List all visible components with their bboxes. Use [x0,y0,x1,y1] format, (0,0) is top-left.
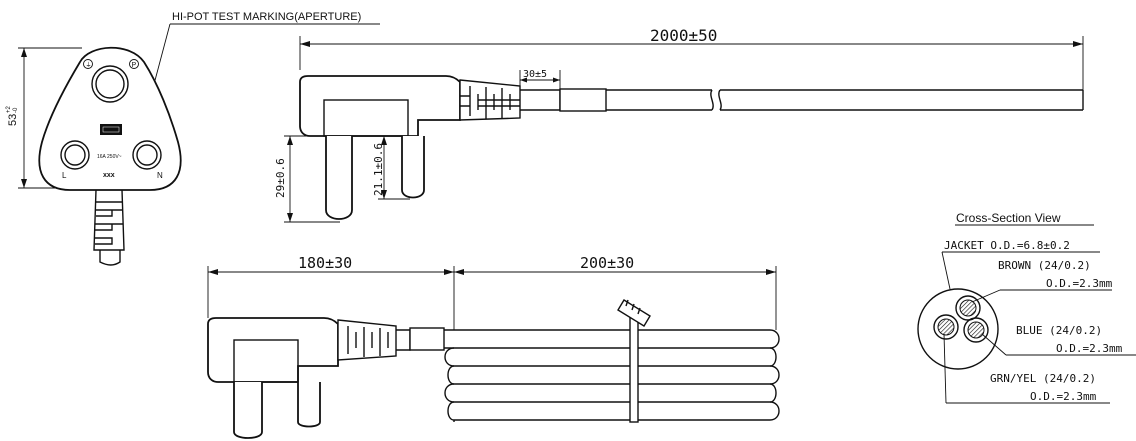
dim29-arrow-bottom [287,213,293,222]
jacket-label: JACKET O.D.=6.8±0.2 [944,239,1070,252]
coil-cable-joint [444,329,454,349]
side-pin-line [401,136,425,199]
svg-text:-0: -0 [13,107,19,113]
side-sleeve [559,88,607,112]
cross-section-title: Cross-Section View [956,211,1061,225]
cable-tie-strap [629,313,639,423]
dim53-arrow-top [21,48,27,57]
blue-label: BLUE (24/0.2) [1016,324,1102,337]
gy-od-label: O.D.=2.3mm [1030,390,1097,403]
jacket-outline [917,288,999,370]
p-symbol-circle [129,59,139,69]
coil-pin-earth [233,382,263,439]
live-pin-inner [64,144,86,166]
blue-conductor-core [967,321,985,339]
coil-sleeve [409,327,445,351]
earth-pin-outer [91,65,129,103]
gy-leader [943,333,947,404]
front-cable-stub [99,250,121,266]
side-relief-ribs [469,86,511,119]
side-cable-stub [520,89,561,111]
dim200-text: 200±30 [580,254,634,272]
n-label: N [157,171,163,180]
coil-relief-ribs [347,326,389,357]
brown-conductor-core [959,299,977,317]
dim2000-text: 2000±50 [650,26,717,45]
blue-conductor-outline [963,317,989,343]
coil-loop-3 [444,383,780,421]
coil-plug-recess [233,339,299,383]
jacket-leader [941,251,951,290]
side-relief-lines [460,95,520,107]
coil-cable-stub [396,329,411,351]
plug-side-view: 2000±50 29±0.6 21.1±0.6 [274,26,1084,223]
dim21-text: 21.1±0.6 [372,143,385,196]
hipot-label: HI-POT TEST MARKING(APERTURE) [172,11,361,23]
side-pin-earth [325,136,353,220]
front-relief-rib-3 [95,223,123,231]
dim29-text: 29±0.6 [274,158,287,198]
earth-symbol-text: ⏚ [86,62,92,69]
rating-text: 16A 250V~ [97,154,122,160]
p-symbol-text: P [132,62,137,69]
blue-od-label: O.D.=2.3mm [1056,342,1123,355]
front-relief-rib-4 [95,237,113,245]
coil-loop-5 [447,401,455,421]
cable-tie-head [617,299,651,327]
dim21-arrow-top [381,136,387,145]
plug-coiled-view: 180±30 200±30 [207,254,780,439]
plug-front-view: HI-POT TEST MARKING(APERTURE) 53 +2 -0 ⏚ [6,11,380,266]
neutral-pin-inner [136,144,158,166]
dim53-text: 53 +2 -0 [6,105,19,126]
gy-label: GRN/YEL (24/0.2) [990,372,1096,385]
dim180-arrow-left [208,269,218,275]
dim180-arrow-right [444,269,454,275]
coil-plug-body [207,317,339,383]
live-pin-outer [60,140,90,170]
dim2000-arrow-left [300,41,310,47]
dim200-arrow-right [766,269,776,275]
brown-conductor-outline [955,295,981,321]
blue-leader [981,333,1007,356]
model-text: xxx [103,172,115,179]
dim53-arrow-bottom [21,179,27,188]
svg-text:+2: +2 [6,105,12,113]
brown-od-label: O.D.=2.3mm [1046,277,1113,290]
coil-loop-2 [444,347,780,385]
side-cable-break-1 [710,89,714,111]
front-strain-relief [93,189,125,251]
brown-leader [971,289,1001,303]
fuse-window-detail [102,126,120,133]
coil-loop-6 [769,347,777,367]
cable-tie-teeth [625,299,641,315]
cross-section-view: Cross-Section View JACKET O.D.=6.8±0.2 B… [917,211,1136,404]
side-plug-body [299,75,461,137]
plug-face-outline [38,46,182,191]
l-label: L [62,171,67,180]
dim30-arrow-left [520,77,527,83]
coil-pin-line [297,382,321,428]
dim30-arrow-right [553,77,560,83]
dim21-arrow-bottom [381,190,387,199]
side-cable-break-2 [718,89,722,111]
front-relief-rib-2 [96,209,122,217]
coil-strain-relief [337,319,397,361]
earth-symbol-icon [83,59,93,69]
side-plug-recess [323,99,409,137]
coil-loop-4 [447,365,455,385]
gy-conductor-outline [933,314,959,340]
brown-label: BROWN (24/0.2) [998,259,1091,272]
coil-loop-1 [454,329,780,349]
neutral-pin-outer [132,140,162,170]
earth-pin-inner [95,69,125,99]
dim200-arrow-left [454,269,464,275]
dim29-arrow-top [287,136,293,145]
coil-loop-7 [769,383,777,403]
dim30-text: 30±5 [523,69,547,80]
dim2000-arrow-right [1073,41,1083,47]
dim180-text: 180±30 [298,254,352,272]
svg-text:53: 53 [7,114,19,126]
gy-conductor-core [937,318,955,336]
